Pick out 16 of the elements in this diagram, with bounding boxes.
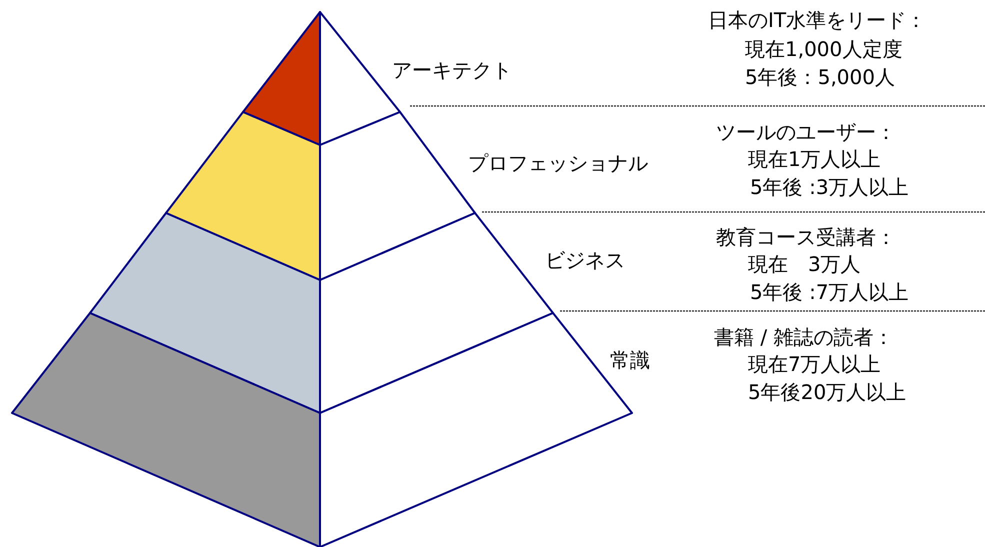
- tier-label: アーキテクト: [392, 58, 512, 82]
- tier-label: プロフェッショナル: [468, 151, 648, 175]
- group-heading: 書籍 / 雑誌の読者：: [714, 325, 894, 349]
- count-text: 5年後 :7万人以上: [750, 280, 909, 304]
- count-text: 現在 3万人: [748, 252, 861, 276]
- count-text: 現在1万人以上: [748, 147, 881, 171]
- count-text: 現在1,000人定度: [745, 37, 902, 61]
- count-text: 5年後 :3万人以上: [750, 175, 909, 199]
- group-heading: 日本のIT水準をリード：: [708, 8, 926, 32]
- count-text: 5年後20万人以上: [748, 380, 906, 404]
- count-text: 現在7万人以上: [748, 352, 881, 376]
- tier-label: ビジネス: [545, 248, 625, 272]
- tier-label: 常識: [610, 348, 650, 372]
- group-heading: 教育コース受講者：: [716, 225, 896, 249]
- group-heading: ツールのユーザー：: [716, 120, 896, 144]
- count-text: 5年後：5,000人: [745, 65, 895, 89]
